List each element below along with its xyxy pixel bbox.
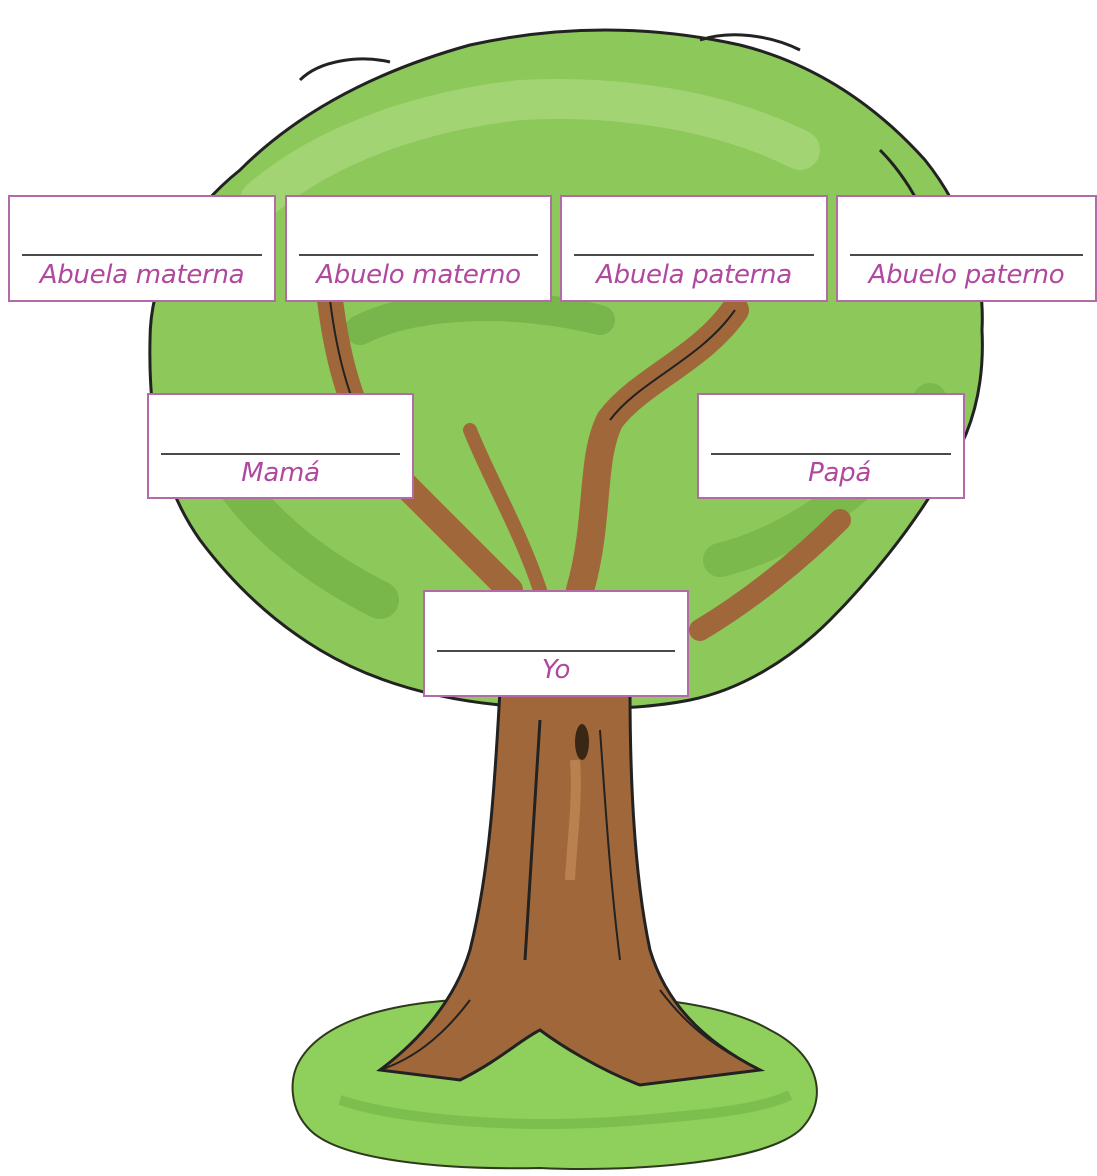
abuela-paterna-card: Abuela paterna bbox=[560, 195, 828, 302]
abuela-paterna-label: Abuela paterna bbox=[596, 260, 792, 290]
branch-mid bbox=[463, 423, 547, 597]
papa-card: Papá bbox=[697, 393, 965, 499]
papa-label: Papá bbox=[808, 458, 871, 488]
abuela-materna-card: Abuela materna bbox=[8, 195, 276, 302]
yo-write-line[interactable] bbox=[437, 650, 675, 652]
mama-card: Mamá bbox=[147, 393, 414, 499]
abuelo-paterno-write-line[interactable] bbox=[850, 254, 1083, 256]
abuelo-materno-write-line[interactable] bbox=[299, 254, 538, 256]
branch-far-right bbox=[689, 509, 851, 641]
abuela-paterna-write-line[interactable] bbox=[574, 254, 814, 256]
yo-card: Yo bbox=[423, 590, 689, 697]
abuela-materna-write-line[interactable] bbox=[22, 254, 262, 256]
trunk bbox=[376, 688, 766, 1087]
abuelo-materno-card: Abuelo materno bbox=[285, 195, 552, 302]
mama-write-line[interactable] bbox=[161, 453, 400, 455]
yo-label: Yo bbox=[541, 655, 571, 685]
abuelo-materno-label: Abuelo materno bbox=[316, 260, 521, 290]
abuela-materna-label: Abuela materna bbox=[39, 260, 245, 290]
papa-write-line[interactable] bbox=[711, 453, 951, 455]
abuelo-paterno-card: Abuelo paterno bbox=[836, 195, 1097, 302]
mama-label: Mamá bbox=[241, 458, 320, 488]
abuelo-paterno-label: Abuelo paterno bbox=[868, 260, 1065, 290]
